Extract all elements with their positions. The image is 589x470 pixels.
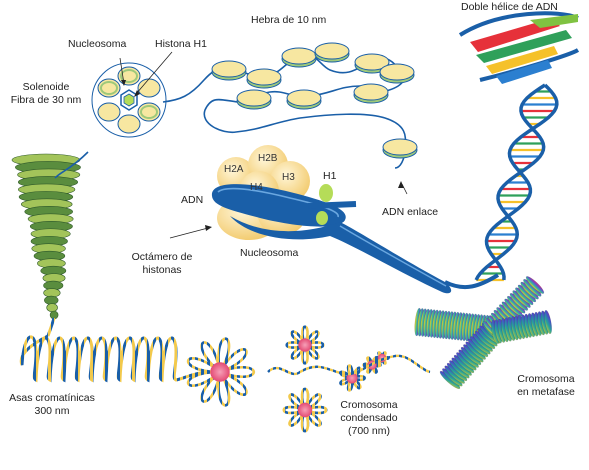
label-doble-helice: Doble hélice de ADN — [461, 1, 558, 13]
label-700nm: (700 nm) — [347, 425, 390, 437]
nucleosome-bead — [236, 89, 272, 110]
chromatin-loops — [19, 334, 256, 407]
solenoid-cone — [11, 153, 81, 337]
chromatin-rosette — [186, 337, 256, 407]
nucleosome-bead — [286, 89, 322, 110]
histone-h1-core-icon — [120, 89, 138, 111]
label-histonas: histonas — [142, 264, 182, 276]
rosette-link — [267, 354, 431, 376]
solenoid-disc — [49, 310, 59, 320]
chromatid-arm — [491, 309, 552, 345]
label-octamero: Octámero de — [131, 251, 193, 263]
rosette-knot — [210, 362, 230, 382]
nucleosome-bead — [281, 47, 317, 68]
condensed-rosettes — [267, 325, 431, 433]
label-h2a: H2A — [224, 164, 244, 175]
label-en-metafase: en metafase — [517, 386, 575, 398]
nucleosome-bead — [354, 53, 390, 74]
label-adn: ADN — [181, 194, 204, 206]
label-cromosoma-metafase: Cromosoma — [517, 373, 575, 385]
label-adn-enlace: ADN enlace — [382, 206, 439, 218]
label-nucleosoma-ring: Nucleosoma — [68, 38, 127, 50]
helix-top-bars — [458, 11, 580, 84]
label-asas-cromatinicas: Asas cromatínicas — [9, 392, 95, 404]
metaphase-chromosome — [414, 276, 552, 390]
helix-strand — [474, 83, 546, 281]
loop-chain — [19, 334, 211, 383]
solenoid-nucleosome-ring — [91, 51, 173, 138]
label-solenoide: Solenoide — [22, 81, 70, 93]
helix-strand — [484, 83, 559, 281]
label-h2b: H2B — [258, 153, 278, 164]
label-hebra-10nm: Hebra de 10 nm — [251, 14, 327, 26]
label-h3: H3 — [282, 172, 295, 183]
nucleosome-detail — [169, 145, 452, 294]
rosette-knot — [298, 338, 312, 352]
dna-double-helix — [474, 83, 559, 282]
label-h4: H4 — [250, 182, 263, 193]
nucleosome-bead — [246, 68, 282, 89]
label-histona-h1: Histona H1 — [155, 38, 207, 50]
label-nucleosoma-detail: Nucleosoma — [240, 247, 299, 259]
chromatin-rosette — [282, 387, 328, 433]
label-h1: H1 — [323, 170, 337, 182]
nucleosome-bead — [211, 60, 247, 81]
nucleosome-bead — [353, 83, 389, 104]
solenoid-disc — [44, 295, 59, 305]
label-cromosoma-condensado: Cromosoma — [340, 399, 398, 411]
nucleosome-bead — [379, 63, 415, 84]
solenoid-disc — [46, 303, 58, 313]
rosette-knot — [297, 402, 313, 418]
label-condensado: condensado — [340, 412, 398, 424]
nucleosome-bead — [314, 42, 350, 63]
chromatin-rosette — [285, 325, 325, 365]
label-asas-300nm: 300 nm — [34, 405, 70, 417]
strand-nucleosome-beads — [211, 42, 418, 159]
solenoid-tail — [46, 317, 56, 337]
nucleosome-bead — [382, 138, 418, 159]
label-fibra-30nm: Fibra de 30 nm — [10, 94, 82, 106]
ring-beads — [97, 66, 161, 134]
